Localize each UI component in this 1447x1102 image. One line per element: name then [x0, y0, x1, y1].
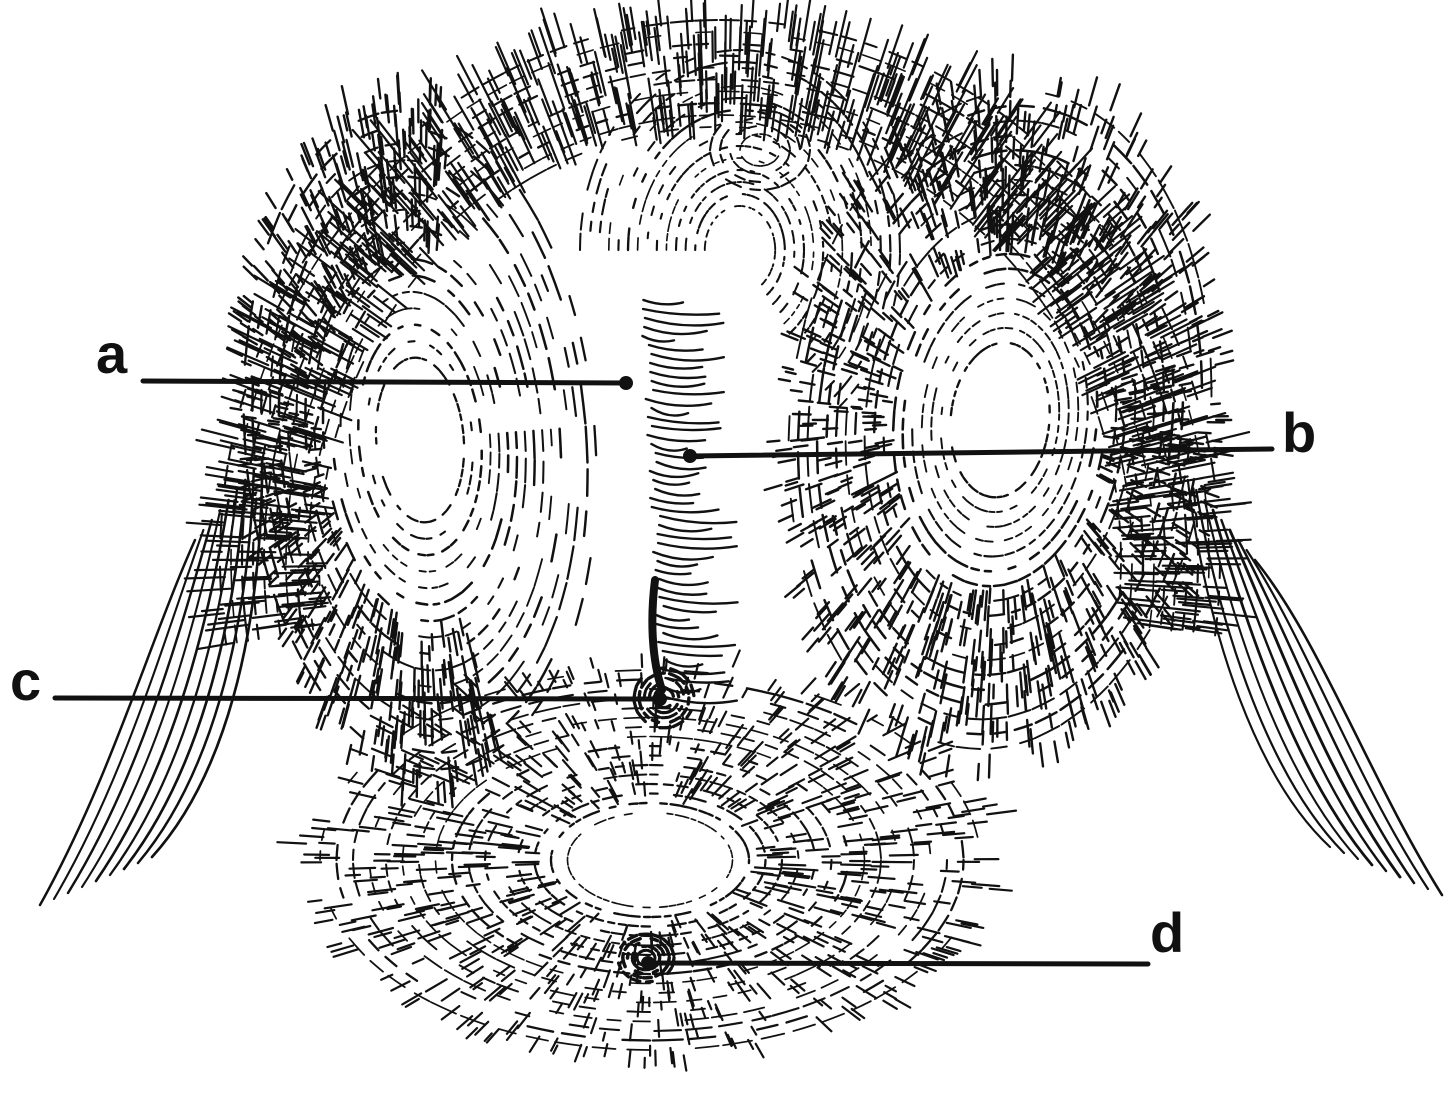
leader-line-c [55, 698, 660, 699]
hatch-stroke [686, 182, 795, 304]
hatch-stroke [638, 122, 843, 343]
hatch-stroke [323, 259, 517, 621]
hatch-stroke [884, 239, 1117, 601]
hatch-stroke [369, 341, 473, 539]
hatch-stroke [419, 727, 881, 993]
hatch-stroke [941, 328, 1059, 512]
hatch-stroke [54, 530, 203, 899]
leader-dot-a [619, 376, 633, 390]
label-b: b [1282, 401, 1316, 464]
leader-dot-c [653, 692, 667, 706]
leader-line-d [648, 963, 1148, 964]
hatch-stroke [705, 206, 775, 284]
hatch-stroke [951, 343, 1050, 497]
leader-line-a [143, 381, 626, 383]
hatch-stroke [922, 298, 1079, 541]
hatch-stroke [40, 540, 195, 905]
label-d: d [1150, 901, 1184, 964]
leader-dot-b [683, 449, 697, 463]
hatch-stroke [350, 308, 491, 571]
hatch-stroke [931, 313, 1068, 527]
label-a: a [96, 322, 128, 385]
hatch-stroke [305, 226, 534, 654]
central-fold-hatching [642, 300, 737, 703]
drawing-artwork [40, 0, 1442, 1071]
hatch-stroke [68, 520, 212, 893]
hatch-stroke [568, 814, 733, 908]
label-c: c [10, 649, 41, 712]
hatch-stroke [695, 194, 785, 294]
hatch-stroke [110, 490, 237, 875]
hatch-stroke [551, 803, 749, 917]
hatch-stroke [242, 44, 1198, 641]
hatch-stroke [320, 670, 978, 1050]
leader-dot-d [641, 956, 655, 970]
